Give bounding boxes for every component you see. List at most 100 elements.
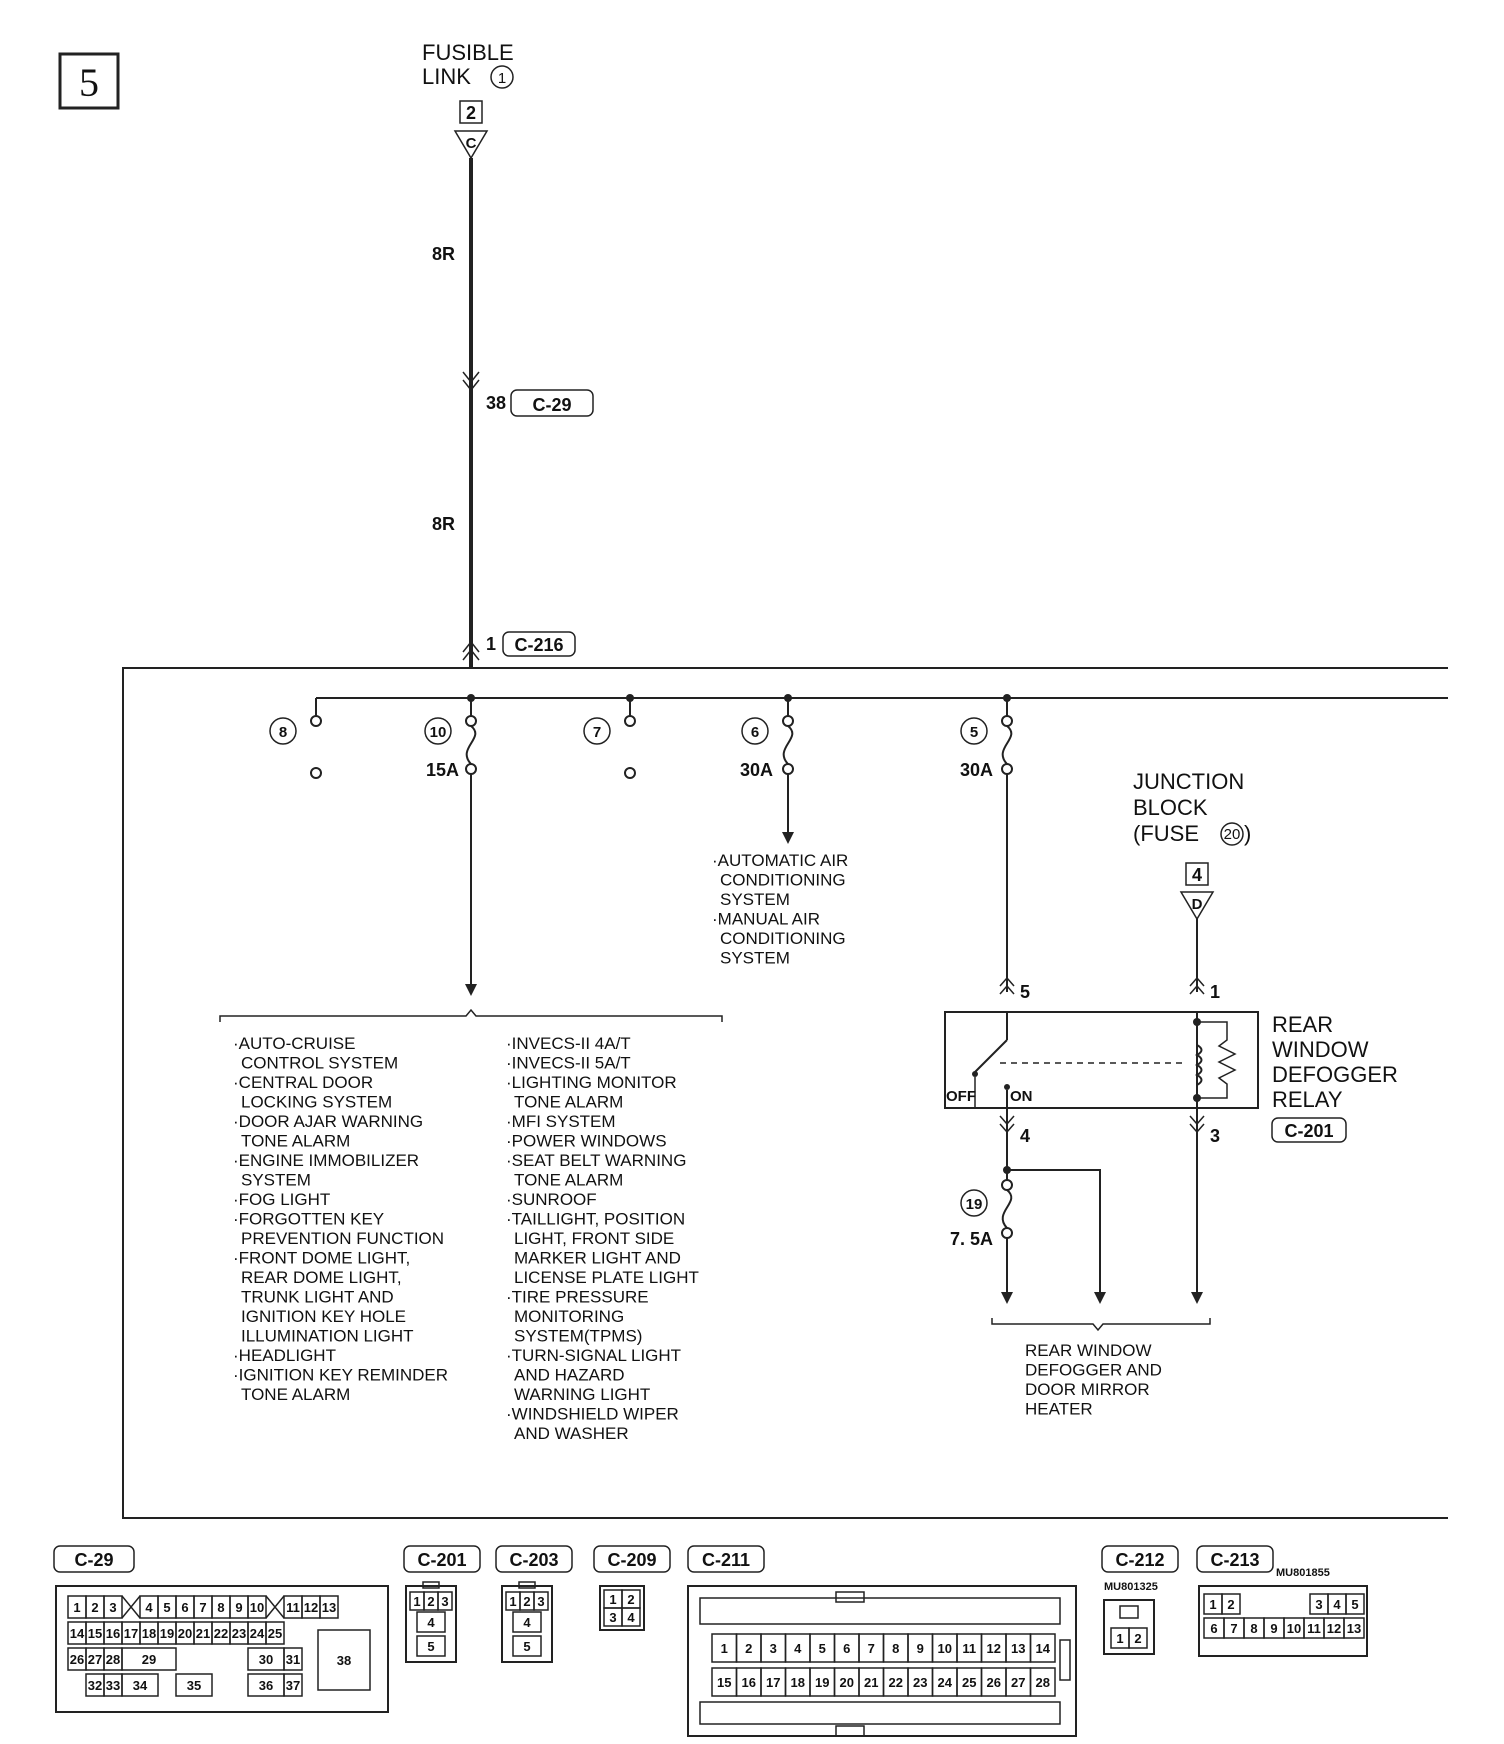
system-text-line: ·MFI SYSTEM	[506, 1112, 616, 1131]
relay-pin-4: 4	[1020, 1126, 1030, 1146]
fuse-6-rating: 30A	[740, 760, 773, 780]
pin-number: 10	[938, 1641, 952, 1656]
fusible-link-terminal: C	[466, 135, 477, 152]
connector-latch	[518, 1581, 536, 1589]
system-text-line: ·LIGHTING MONITOR	[506, 1073, 677, 1092]
fuse-19-rating: 7. 5A	[950, 1229, 993, 1249]
connector-pin	[175, 1673, 213, 1697]
system-text-line: TONE ALARM	[241, 1132, 350, 1151]
connector-pin	[416, 1611, 446, 1633]
system-text-line: TONE ALARM	[241, 1385, 350, 1404]
c29-pin: 38	[486, 393, 506, 413]
pin-number: 29	[142, 1652, 156, 1667]
relay-pin-5: 5	[1020, 982, 1030, 1002]
fuse-8: 8	[269, 698, 322, 779]
fuse-19-number: 19	[966, 1196, 983, 1213]
system-text-line: SYSTEM	[720, 949, 790, 968]
fuse-5: 5 30A	[960, 698, 1013, 992]
pin-number: 35	[187, 1678, 201, 1693]
connector-pin	[121, 1673, 159, 1697]
pin-number: 25	[962, 1675, 976, 1690]
junction-block-connector: 4	[1192, 865, 1202, 885]
system-text-line: AND WASHER	[514, 1424, 629, 1443]
pin-number: 3	[109, 1600, 116, 1615]
junction-block: JUNCTION BLOCK (FUSE 20 ) 4 D	[1133, 769, 1251, 992]
pin-number: 28	[1036, 1675, 1050, 1690]
pin-number: 5	[523, 1639, 530, 1654]
fuse-7: 7	[583, 698, 636, 779]
page-number-badge: 5	[58, 52, 120, 110]
pin-number: 2	[745, 1641, 752, 1656]
pin-number: 34	[133, 1678, 148, 1693]
pin-number: 28	[106, 1652, 120, 1667]
junction-block-line3: (FUSE	[1133, 821, 1199, 846]
pin-number: 16	[106, 1626, 120, 1641]
system-text-line: PREVENTION FUNCTION	[241, 1229, 444, 1248]
fuse-6: 6 30A	[740, 698, 794, 844]
relay-pin-1: 1	[1210, 982, 1220, 1002]
connector-pin	[283, 1647, 303, 1671]
pin-number: 14	[70, 1626, 85, 1641]
pin-number: 15	[717, 1675, 731, 1690]
wire-color-bottom: 8R	[432, 514, 455, 534]
pin-number: 33	[106, 1678, 120, 1693]
fuse-5-rating: 30A	[960, 760, 993, 780]
system-text-line: ·INVECS-II 4A/T	[506, 1034, 631, 1053]
pin-number: 4	[794, 1641, 802, 1656]
connector-c213-part: MU801855	[1276, 1567, 1330, 1579]
system-text-line: IGNITION KEY HOLE	[241, 1307, 406, 1326]
pin-number: 1	[509, 1594, 516, 1609]
connector-pin	[512, 1611, 542, 1633]
connector-c212-part: MU801325	[1104, 1581, 1158, 1593]
pin-number: 17	[766, 1675, 780, 1690]
relay-line1: REAR	[1272, 1012, 1333, 1037]
system-text-line: ·TURN-SIGNAL LIGHT	[506, 1346, 681, 1365]
fuse-6-number: 6	[751, 724, 759, 741]
pin-number: 12	[1327, 1621, 1341, 1636]
system-text-line: ·FORGOTTEN KEY	[233, 1210, 384, 1229]
fuse-10-rating: 15A	[426, 760, 459, 780]
junction-block-line3-end: )	[1244, 821, 1251, 846]
pin-number: 15	[88, 1626, 102, 1641]
junction-block-line1: JUNCTION	[1133, 769, 1244, 794]
pin-number: 2	[1134, 1631, 1141, 1646]
pin-number: 2	[1227, 1597, 1234, 1612]
relay-line3: DEFOGGER	[1272, 1062, 1398, 1087]
pin-number: 27	[1011, 1675, 1025, 1690]
pin-number: 24	[938, 1675, 953, 1690]
pin-number: 26	[987, 1675, 1001, 1690]
system-text-line: ·AUTOMATIC AIR	[712, 851, 848, 870]
pin-number: 14	[1036, 1641, 1051, 1656]
fuse-box-outline	[122, 667, 1448, 1519]
connector-c29-label: C-29	[74, 1550, 113, 1570]
junction-block-line2: BLOCK	[1133, 795, 1208, 820]
connector-c209-label: C-209	[607, 1550, 656, 1570]
relay-coil-icon	[1194, 1044, 1203, 1086]
pin-number: 4	[523, 1615, 531, 1630]
connector-pin	[1221, 1593, 1241, 1615]
fusible-link-line1: FUSIBLE	[422, 40, 514, 65]
pin-number: 18	[791, 1675, 805, 1690]
pin-number: 23	[232, 1626, 246, 1641]
system-text-line: CONDITIONING	[720, 871, 846, 890]
system-text-line: ·INVECS-II 5A/T	[506, 1054, 631, 1073]
pin-number: 11	[962, 1641, 976, 1656]
pin-number: 6	[1210, 1621, 1217, 1636]
pin-number: 20	[840, 1675, 854, 1690]
pin-number: 1	[1116, 1631, 1123, 1646]
fuse-10-systems-right: ·INVECS-II 4A/T·INVECS-II 5A/T·LIGHTING …	[506, 1034, 699, 1443]
fusible-link-connector: 2	[466, 103, 476, 123]
pin-number: 1	[413, 1594, 420, 1609]
wire-color-top: 8R	[432, 244, 455, 264]
pin-number: 7	[868, 1641, 875, 1656]
connector-housing	[501, 1585, 553, 1663]
connector-pin	[247, 1595, 267, 1619]
relay-line2: WINDOW	[1272, 1037, 1369, 1062]
pin-number: 5	[163, 1600, 170, 1615]
system-text-line: SYSTEM	[720, 890, 790, 909]
pin-number: 32	[88, 1678, 102, 1693]
connector-pin	[1029, 1667, 1056, 1697]
